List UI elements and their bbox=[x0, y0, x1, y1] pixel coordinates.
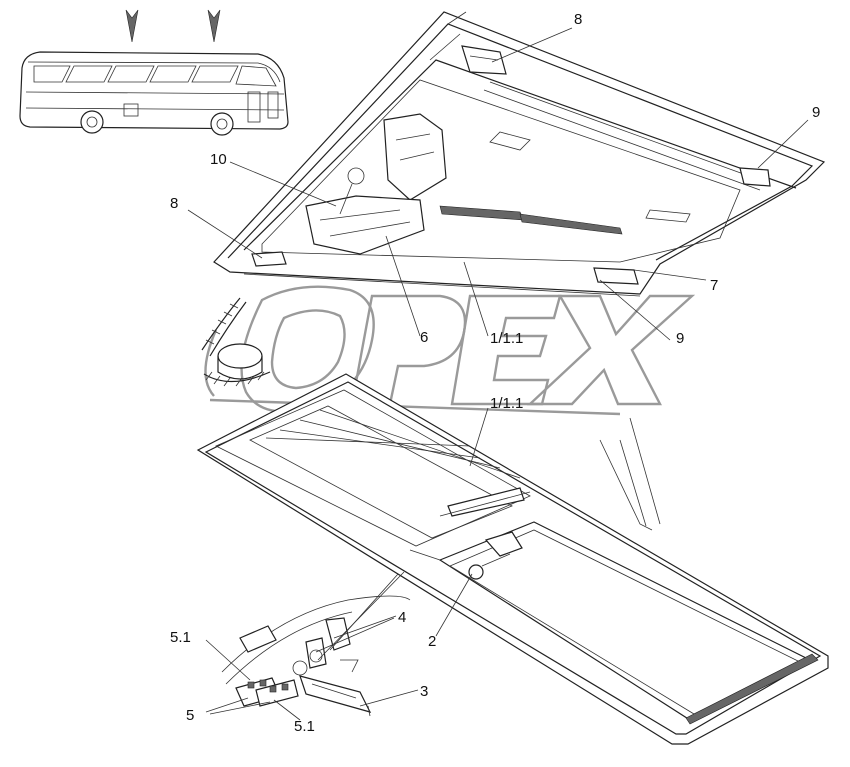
callout-5: 5 bbox=[186, 707, 194, 724]
callout-2: 2 bbox=[428, 633, 436, 650]
callout-5-1-left: 5.1 bbox=[170, 629, 191, 646]
callout-labels: 8 9 10 8 7 6 1/1.1 9 1/1.1 4 5.1 2 3 5 5… bbox=[170, 11, 820, 735]
opex-watermark bbox=[204, 285, 696, 416]
callout-7: 7 bbox=[710, 277, 718, 294]
callout-9-right: 9 bbox=[812, 104, 820, 121]
lower-hatch-panel bbox=[196, 373, 829, 745]
bus-illustration bbox=[19, 9, 289, 136]
roof-position-arrow-2 bbox=[207, 9, 221, 43]
callout-8-left: 8 bbox=[170, 195, 178, 212]
upper-hatch-frame bbox=[213, 11, 826, 297]
callout-6: 6 bbox=[420, 329, 428, 346]
callout-1-1-1-lower: 1/1.1 bbox=[490, 395, 523, 412]
roof-position-arrow-1 bbox=[125, 9, 139, 43]
callout-8-top: 8 bbox=[574, 11, 582, 28]
leader-lines bbox=[187, 27, 809, 721]
callout-5-1-bottom: 5.1 bbox=[294, 718, 315, 735]
hinge-components bbox=[221, 571, 411, 717]
callout-4: 4 bbox=[398, 609, 406, 626]
callout-1-1-1-upper: 1/1.1 bbox=[490, 330, 523, 347]
callout-3: 3 bbox=[420, 683, 428, 700]
callout-10: 10 bbox=[210, 151, 227, 168]
callout-9-lower: 9 bbox=[676, 330, 684, 347]
seal-strip-detail bbox=[201, 297, 271, 387]
